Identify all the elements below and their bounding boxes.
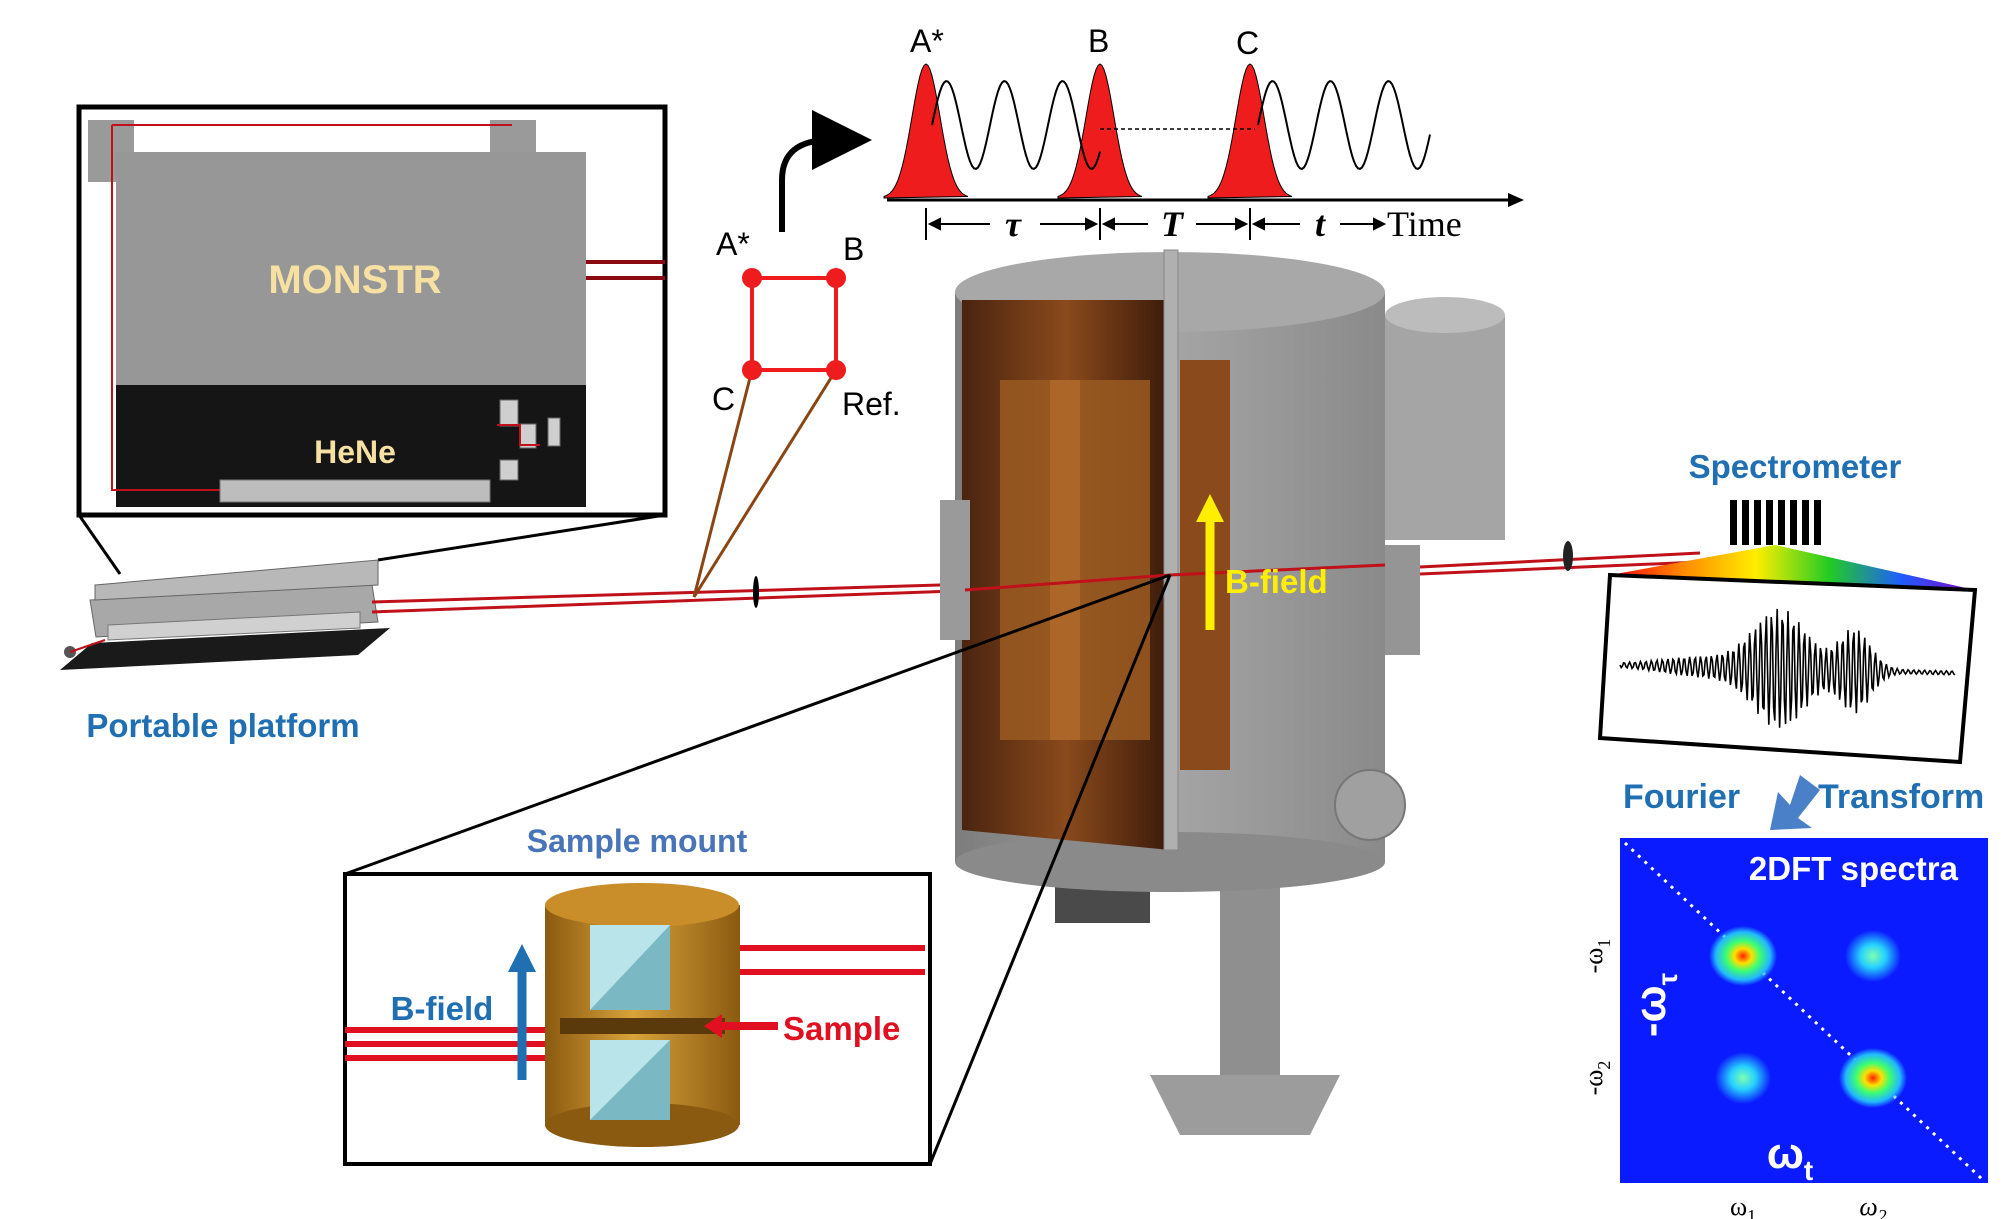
pulse-label-c: C — [1236, 25, 1259, 61]
signal-wave — [931, 80, 1101, 170]
sample-mount-inset: Sample mount B-field Sample — [343, 823, 932, 1166]
diagonal-line — [1623, 841, 1985, 1182]
internal-beam — [111, 124, 512, 491]
zoom-line — [344, 573, 1171, 876]
pulse-b — [1057, 63, 1143, 199]
cryostat-flange — [1334, 769, 1406, 841]
spectrometer-label: Spectrometer — [1689, 448, 1902, 485]
fourier-arrow-icon — [1770, 775, 1820, 830]
laser-inset: MONSTR HeNe — [76, 104, 668, 518]
y-tick-1: -ω1 — [1579, 939, 1614, 974]
monstr-box — [116, 152, 586, 388]
lens-icon — [753, 576, 759, 608]
beam-spot-c — [742, 360, 762, 380]
zoom-line — [928, 574, 1172, 1165]
transform-label: Transform — [1818, 778, 1984, 816]
spectrometer: Spectrometer — [1597, 448, 1978, 765]
beam-spot-ref — [826, 360, 846, 380]
spectra-x-label: ωt — [1767, 1129, 1814, 1186]
platform-label: Portable platform — [86, 707, 359, 744]
y-tick-2: -ω2 — [1579, 1061, 1614, 1096]
delay-t: t — [1315, 204, 1326, 244]
interferogram-trace — [1619, 608, 1956, 728]
sample-label: Sample — [783, 1010, 900, 1047]
cryostat: B-field — [940, 249, 1505, 1135]
grating-icon — [1730, 500, 1821, 545]
corner-label-c: C — [712, 381, 735, 417]
pulse-label-b: B — [1088, 23, 1109, 59]
pulse-c — [1207, 63, 1293, 199]
beam-spot-a — [742, 268, 762, 288]
b-field-arrow-head — [1196, 494, 1224, 522]
hene-label: HeNe — [314, 434, 396, 470]
svg-text:-ω2: -ω2 — [1579, 1061, 1614, 1096]
sample-plate — [560, 1018, 725, 1034]
spectra-panel: 2DFT spectra -ωτ ωt -ω1 -ω2 ω1 ω2 — [1579, 838, 1988, 1219]
delay-T: T — [1161, 204, 1185, 244]
zoom-line — [377, 513, 666, 562]
delay-tau: τ — [1005, 204, 1022, 244]
pulse-label-a: A* — [910, 23, 944, 59]
optics-cluster — [497, 399, 561, 481]
pulse-diagram: A* B C τ T t Time — [883, 23, 1524, 244]
svg-text:-ω1: -ω1 — [1579, 939, 1614, 974]
beam-geometry: A* B C Ref. — [692, 110, 901, 598]
fourier-label: Fourier — [1623, 778, 1740, 816]
beam-spot-b — [826, 268, 846, 288]
spectral-peaks — [1709, 926, 1907, 1108]
x-tick-1: ω1 — [1730, 1192, 1756, 1219]
b-field-label: B-field — [1225, 563, 1328, 600]
interferogram-panel — [1597, 572, 1978, 765]
mount-field-label: B-field — [391, 990, 494, 1027]
corner-label-a: A* — [716, 226, 750, 262]
svg-text:-ωτ: -ωτ — [1626, 972, 1683, 1037]
x-tick-2: ω2 — [1859, 1192, 1886, 1219]
sample-mount-title: Sample mount — [527, 823, 748, 859]
spectra-y-label: -ωτ — [1626, 972, 1683, 1037]
cryostat-foot — [1150, 1075, 1340, 1135]
zoom-line — [77, 514, 122, 575]
signal-wave — [1257, 80, 1431, 170]
monstr-label: MONSTR — [268, 258, 441, 302]
corner-label-ref: Ref. — [842, 386, 901, 422]
portable-platform — [60, 559, 390, 670]
pulse-a — [883, 63, 969, 199]
corner-label-b: B — [843, 231, 864, 267]
delay-markers — [925, 208, 1387, 240]
hene-tube — [219, 479, 491, 503]
time-axis-label: Time — [1387, 204, 1462, 244]
spectra-title: 2DFT spectra — [1749, 850, 1959, 887]
cryostat-side-port — [1385, 315, 1505, 540]
lens-icon — [1563, 541, 1573, 571]
curved-arrow-icon — [779, 110, 872, 232]
